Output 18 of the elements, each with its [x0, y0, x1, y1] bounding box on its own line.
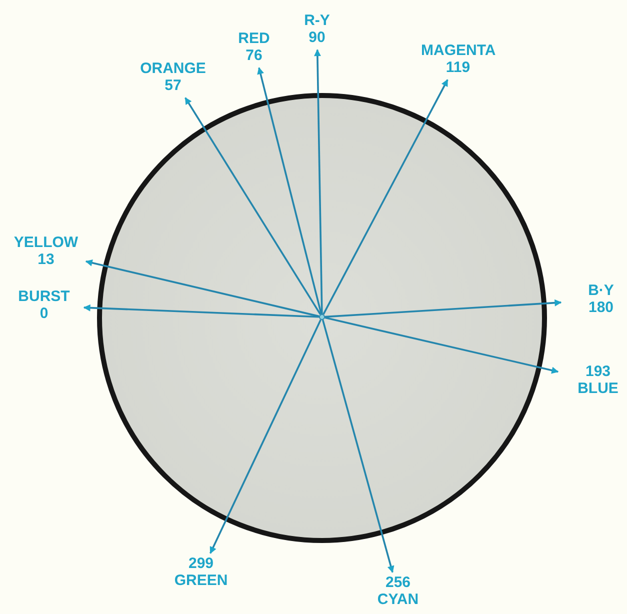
vector-arrow [257, 67, 322, 314]
vector-label: 256 CYAN [361, 575, 435, 609]
vector-label: ORANGE 57 [136, 61, 210, 95]
vector-label: BURST 0 [7, 289, 81, 323]
vector-arrow [322, 320, 394, 573]
vector-arrow [210, 319, 322, 554]
vector-arrow [314, 49, 323, 314]
vector-arrow [324, 316, 559, 374]
vector-arrow [83, 304, 320, 318]
vector-arrow [324, 299, 562, 318]
vector-label: B·Y 180 [564, 283, 627, 317]
vector-label: 299 GREEN [164, 556, 238, 590]
vector-arrow [85, 259, 320, 318]
vector-arrow [184, 97, 322, 315]
vector-label: MAGENTA 119 [421, 43, 495, 77]
vector-arrow [322, 79, 448, 315]
vector-label: 193 BLUE [561, 364, 627, 398]
vector-label: YELLOW 13 [9, 235, 83, 269]
